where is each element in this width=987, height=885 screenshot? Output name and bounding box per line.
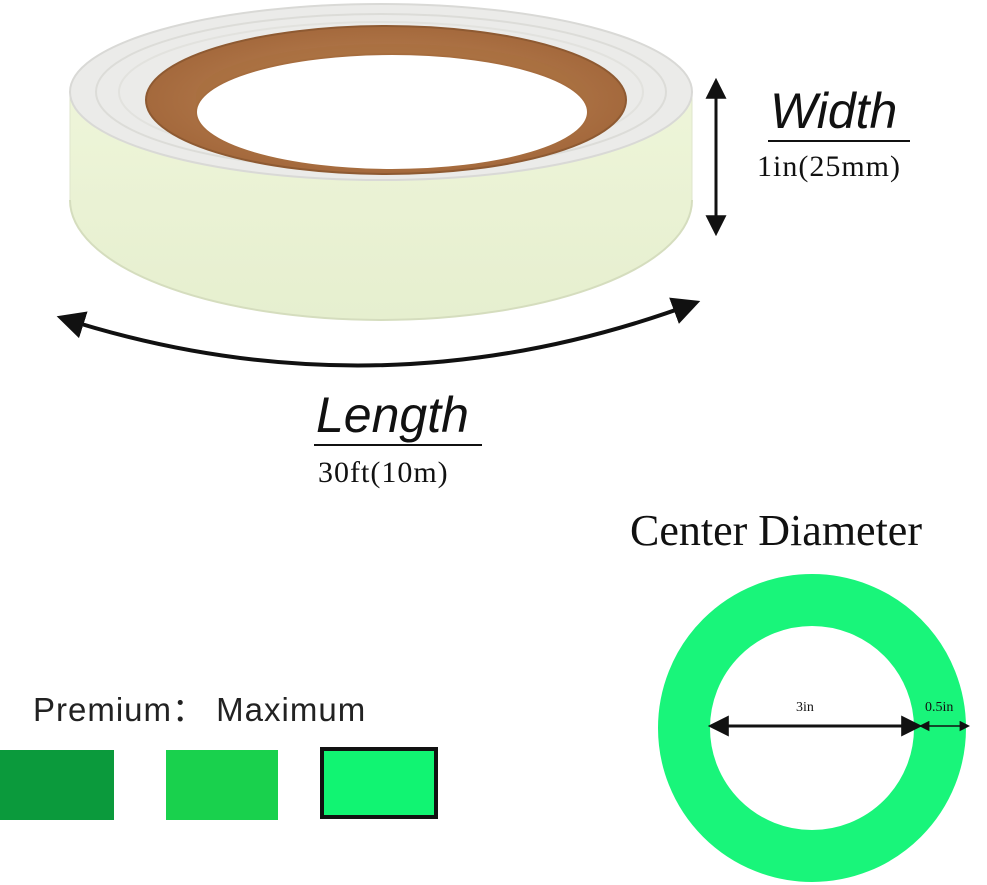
- brightness-scale-label: Premium： Maximum: [33, 691, 367, 728]
- curved-arrow-icon: [56, 297, 701, 368]
- color-swatch-maximum: [320, 747, 438, 819]
- ring-thickness-value: 0.5in: [925, 700, 954, 715]
- width-title: Width: [770, 83, 898, 139]
- color-swatch-premium: [0, 750, 114, 820]
- inner-diameter-value: 3in: [796, 700, 814, 715]
- length-title: Length: [316, 387, 469, 443]
- width-value: 1in(25mm): [757, 150, 901, 183]
- width-underline: [768, 140, 910, 142]
- center-diameter-title: Center Diameter: [630, 506, 922, 555]
- length-underline: [314, 444, 482, 446]
- tape-roll-image: [69, 3, 693, 321]
- length-value: 30ft(10m): [318, 456, 449, 489]
- color-swatch-middle: [166, 750, 278, 820]
- center-diameter-ring: [658, 574, 966, 882]
